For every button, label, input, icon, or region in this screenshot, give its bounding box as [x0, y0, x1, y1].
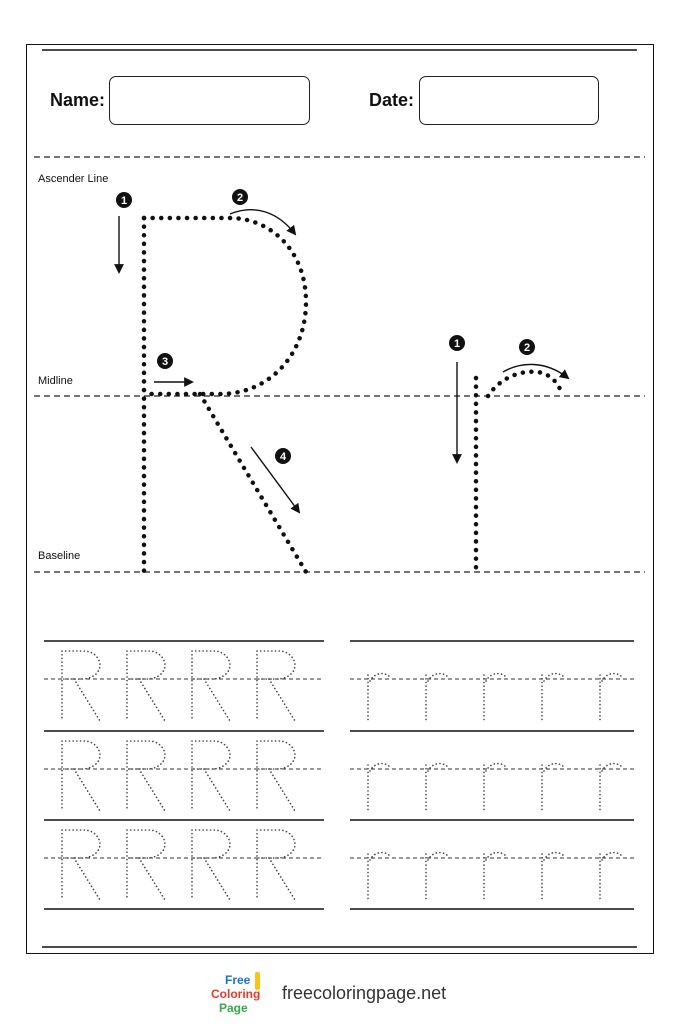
traceable-lowercase-r — [599, 762, 623, 812]
logo-word-2: Coloring — [211, 987, 260, 1001]
traceable-uppercase-R — [256, 740, 296, 812]
crayon-icon — [255, 972, 260, 990]
traceable-lowercase-r — [541, 672, 565, 722]
traceable-lowercase-r — [367, 672, 391, 722]
badge-lower-1: 1 — [454, 338, 460, 350]
traceable-uppercase-R — [126, 740, 166, 812]
traceable-lowercase-r — [541, 851, 565, 901]
arrow-2-upper — [229, 209, 297, 236]
badge-lower-2: 2 — [524, 342, 530, 354]
traceable-lowercase-r — [425, 672, 449, 722]
name-field[interactable] — [109, 76, 310, 125]
traceable-lowercase-r — [483, 672, 507, 722]
traceable-uppercase-R — [61, 829, 101, 901]
traceable-uppercase-R — [256, 650, 296, 722]
arrow-2-lower — [502, 363, 570, 380]
midline-label: Midline — [38, 375, 73, 387]
traceable-uppercase-R — [61, 740, 101, 812]
arrow-4-upper — [250, 446, 301, 514]
traceable-uppercase-R — [126, 650, 166, 722]
site-url[interactable]: freecoloringpage.net — [282, 983, 447, 1003]
badge-upper-4: 4 — [280, 451, 287, 463]
badge-upper-3: 3 — [162, 356, 168, 368]
badge-upper-2: 2 — [237, 192, 243, 204]
traceable-uppercase-R — [256, 829, 296, 901]
traceable-uppercase-R — [191, 650, 231, 722]
traceable-uppercase-R — [61, 650, 101, 722]
practice-area — [44, 640, 634, 910]
name-label: Name: — [50, 90, 106, 110]
logo-word-3: Page — [219, 1001, 248, 1015]
traceable-uppercase-R — [126, 829, 166, 901]
R-bowl — [141, 215, 309, 397]
traceable-lowercase-r — [483, 762, 507, 812]
badge-upper-1: 1 — [121, 195, 127, 207]
traceable-lowercase-r — [541, 762, 565, 812]
traceable-lowercase-r — [367, 762, 391, 812]
traceable-lowercase-r — [599, 672, 623, 722]
traceable-lowercase-r — [425, 851, 449, 901]
ascender-line-label: Ascender Line — [38, 173, 109, 185]
traceable-uppercase-R — [191, 740, 231, 812]
date-label: Date: — [369, 90, 415, 110]
date-field[interactable] — [419, 76, 599, 125]
worksheet-frame — [26, 44, 654, 954]
traceable-lowercase-r — [599, 851, 623, 901]
traceable-uppercase-R — [191, 829, 231, 901]
big-lowercase-r — [473, 369, 565, 573]
traceable-lowercase-r — [425, 762, 449, 812]
traceable-lowercase-r — [367, 851, 391, 901]
stroke-badges — [116, 189, 535, 464]
baseline-label: Baseline — [38, 550, 81, 562]
R-leg — [197, 391, 309, 575]
traceable-lowercase-r — [483, 851, 507, 901]
r-arch — [485, 369, 565, 399]
big-uppercase-R — [141, 215, 309, 575]
logo-mark: Free Coloring Page — [207, 970, 265, 1015]
logo-word-1: Free — [225, 973, 251, 987]
